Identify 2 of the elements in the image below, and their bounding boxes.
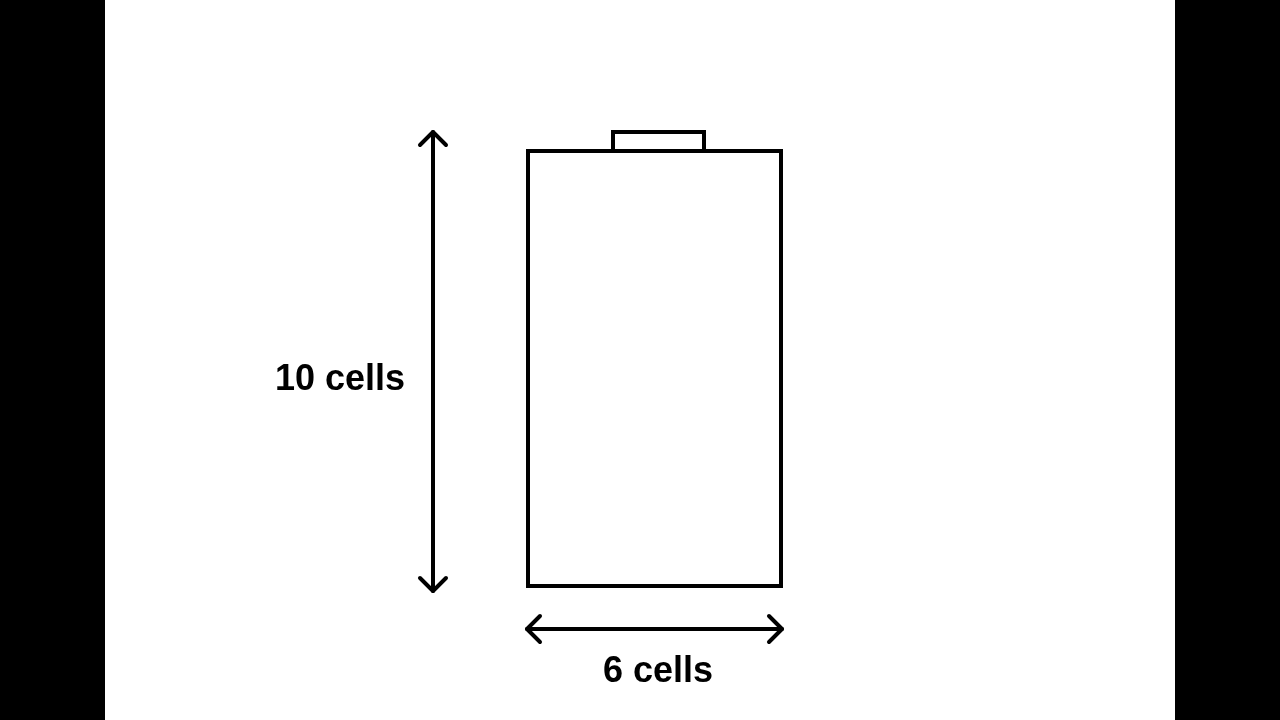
dimension-label: 10 cells [275, 360, 406, 396]
dimension-label: 6 cells [603, 652, 714, 688]
